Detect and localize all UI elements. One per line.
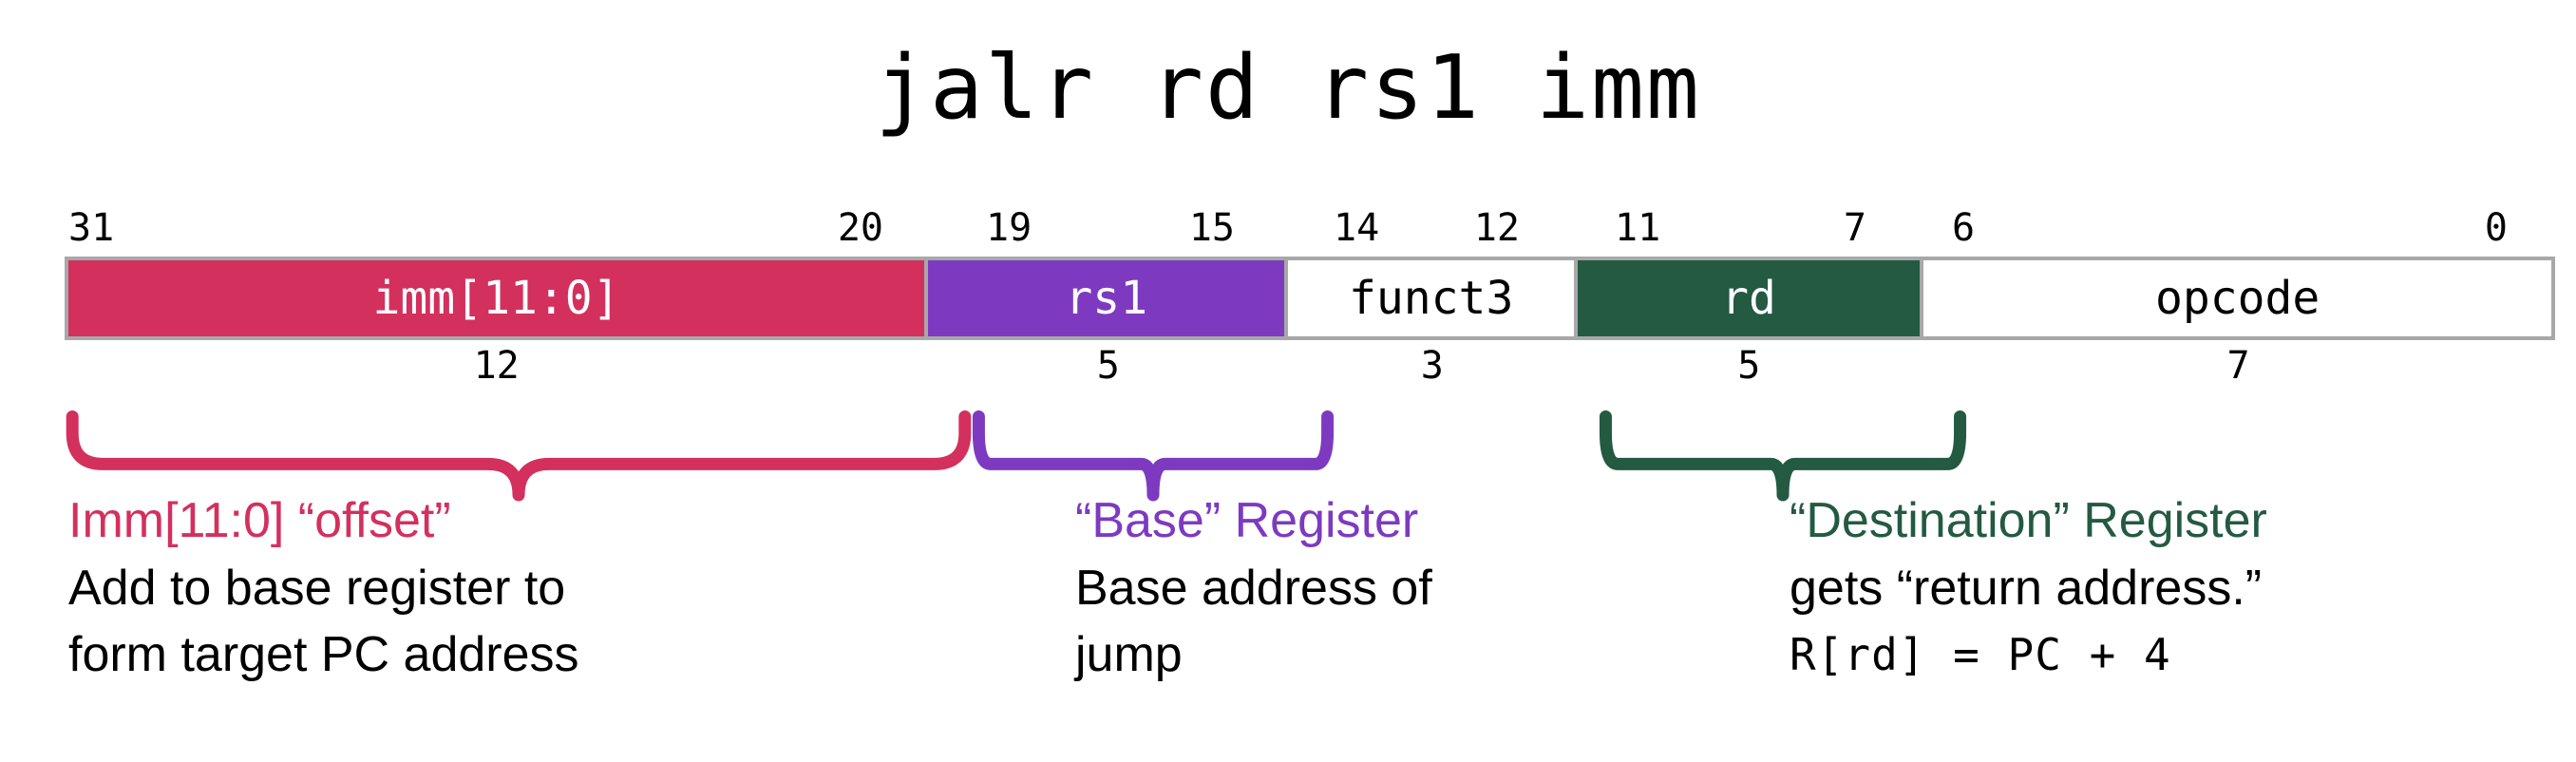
bit-index-label: 15 <box>1188 206 1235 250</box>
bit-index-label: 6 <box>1952 206 1976 250</box>
brace-rd <box>1603 405 1962 496</box>
bit-index-label: 11 <box>1615 206 1661 250</box>
annotation-heading: Imm[11:0] “offset” <box>68 493 451 548</box>
bit-index-label: 19 <box>986 206 1032 250</box>
annotation-line: form target PC address <box>68 627 579 682</box>
bit-index-label: 20 <box>837 206 883 250</box>
field-cell-rs1: rs1 <box>928 260 1289 336</box>
bit-index-label: 31 <box>68 206 115 250</box>
bit-index-label: 14 <box>1334 206 1380 250</box>
annotation-rd: “Destination” Register gets “return addre… <box>1790 486 2267 688</box>
field-width-label: 5 <box>1737 344 1761 388</box>
bit-index-label: 7 <box>1843 206 1866 250</box>
brace-imm <box>66 405 971 496</box>
field-width-row: 12 5 3 5 7 <box>65 344 2555 399</box>
brace-icon <box>1603 405 1962 496</box>
annotation-heading: “Destination” Register <box>1790 493 2267 548</box>
bit-index-label: 0 <box>2484 206 2508 250</box>
field-width-label: 5 <box>1096 344 1120 388</box>
brace-icon <box>66 405 971 496</box>
bit-index-row: 31 20 19 15 14 12 11 7 6 0 <box>0 205 2576 258</box>
annotation-line: jump <box>1075 627 1183 682</box>
annotation-heading: “Base” Register <box>1075 493 1419 548</box>
brace-icon <box>976 405 1330 496</box>
annotation-line: R[rd] = PC + 4 <box>1790 629 2171 680</box>
field-width-label: 7 <box>2226 344 2250 388</box>
field-cell-opcode: opcode <box>1923 260 2552 336</box>
field-width-label: 3 <box>1420 344 1444 388</box>
annotation-imm: Imm[11:0] “offset” Add to base register t… <box>68 486 579 688</box>
bit-index-label: 12 <box>1473 206 1520 250</box>
field-cell-funct3: funct3 <box>1288 260 1578 336</box>
field-cell-imm-11-0: imm[11:0] <box>68 260 929 336</box>
field-width-label: 12 <box>473 344 520 388</box>
annotation-line: gets “return address.” <box>1790 561 2263 616</box>
annotation-line: Base address of <box>1075 561 1432 616</box>
annotation-line: Add to base register to <box>68 561 566 616</box>
brace-rs1 <box>976 405 1330 496</box>
field-cell-rd: rd <box>1577 260 1924 336</box>
page-title: jalr rd rs1 imm <box>875 36 1701 139</box>
